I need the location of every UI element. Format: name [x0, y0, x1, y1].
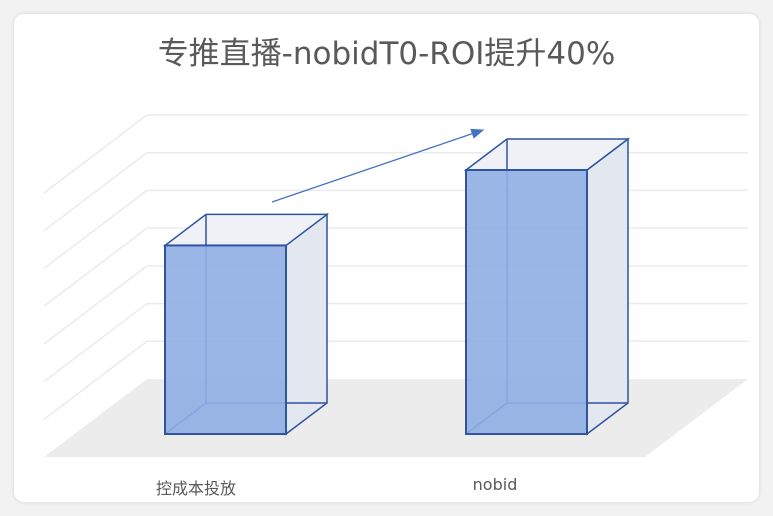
chart-title: 专推直播-nobidT0-ROI提升40%: [157, 36, 616, 72]
trend-arrow: [271, 128, 485, 203]
gridline: [43, 227, 748, 307]
gridline: [43, 151, 748, 232]
gridline: [43, 114, 748, 194]
bar-front-face: [164, 244, 287, 435]
bar: [463, 137, 631, 436]
category-label: nobid: [472, 475, 518, 494]
gridline: [43, 265, 748, 345]
bar-side-face: [285, 212, 328, 436]
gridline: [43, 302, 748, 383]
gridline: [43, 189, 748, 270]
floor: [44, 379, 748, 457]
category-label: 控成本投放: [155, 479, 237, 498]
bar-front-face: [465, 169, 588, 435]
bar-side-face: [586, 137, 629, 436]
bar: [162, 212, 330, 436]
